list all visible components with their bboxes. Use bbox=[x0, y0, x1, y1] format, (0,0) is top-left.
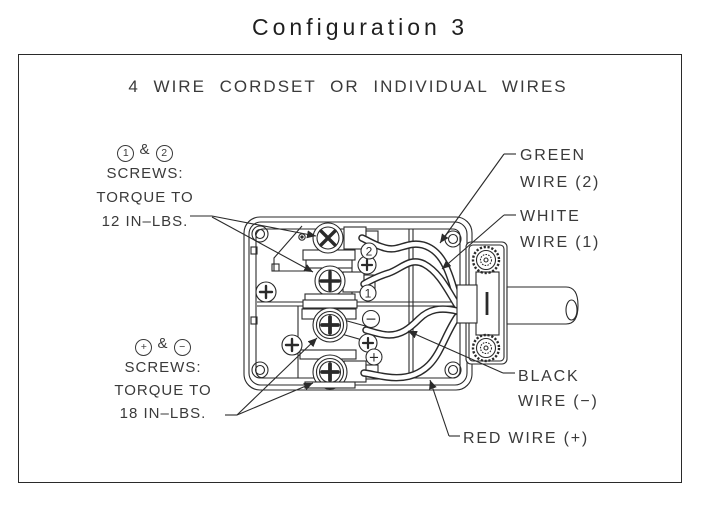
phillips-screw-icon bbox=[320, 362, 340, 382]
leader-torque-top-a bbox=[211, 215, 317, 239]
leader-lines bbox=[190, 153, 516, 437]
wire-label-black-line1: BLACK bbox=[518, 368, 580, 385]
diagram-subtitle: 4 WIRE CORDSET OR INDIVIDUAL WIRES bbox=[128, 77, 568, 96]
wire-label-white: WHITE WIRE (1) bbox=[520, 204, 600, 256]
phillips-screw-icon bbox=[320, 315, 340, 335]
torque-note-bottom-line4: 18 IN–LBS. bbox=[119, 405, 207, 422]
terminal-marker-minus: − bbox=[361, 309, 381, 329]
torque-note-bottom-line3: TORQUE TO bbox=[114, 382, 212, 399]
wire-label-green-line1: GREEN bbox=[520, 147, 586, 164]
svg-text:−: − bbox=[365, 312, 377, 328]
leader-torque-top-b bbox=[211, 216, 314, 273]
terminal-marker-1: 1 bbox=[359, 284, 377, 302]
ampersand: & bbox=[157, 335, 169, 352]
knurled-screw-bottom bbox=[471, 333, 501, 363]
wire-red bbox=[360, 313, 461, 382]
terminal-markers: 2 1 − + bbox=[359, 242, 383, 366]
torque-note-top-line2: SCREWS: bbox=[106, 165, 184, 182]
torque-note-bottom-markers: + & − bbox=[96, 332, 230, 356]
terminal-marker-plus: + bbox=[365, 348, 383, 366]
page-title: Configuration 3 bbox=[252, 14, 468, 40]
terminal-1 bbox=[302, 222, 379, 269]
svg-text:+: + bbox=[369, 351, 380, 366]
wire-label-red-line1: RED WIRE (+) bbox=[463, 430, 590, 447]
leader-white bbox=[441, 214, 505, 270]
wire-label-green: GREEN WIRE (2) bbox=[520, 142, 600, 196]
phillips-screw-icon bbox=[319, 270, 341, 292]
wire-label-black: BLACK WIRE (−) bbox=[518, 364, 599, 414]
terminal-marker-2: 2 bbox=[360, 242, 378, 260]
wire-label-green-line2: WIRE (2) bbox=[520, 174, 601, 191]
torque-note-top-line4: 12 IN–LBS. bbox=[101, 213, 189, 230]
power-cable bbox=[506, 286, 579, 325]
svg-text:2: 2 bbox=[366, 245, 373, 259]
knurled-screw-top bbox=[471, 245, 501, 275]
circled-1-icon: 1 bbox=[117, 145, 135, 162]
terminal-2 bbox=[302, 265, 376, 309]
phillips-screw-icon bbox=[319, 229, 337, 247]
svg-text:1: 1 bbox=[365, 287, 372, 301]
circled-plus-icon: + bbox=[135, 339, 153, 356]
leader-torque-bottom-b bbox=[236, 382, 314, 416]
torque-note-top-markers: 1 & 2 bbox=[80, 138, 210, 162]
leader-green bbox=[439, 153, 505, 244]
wire-label-white-line2: WIRE (1) bbox=[520, 234, 601, 251]
wire-black bbox=[362, 305, 461, 339]
leader-red bbox=[429, 379, 450, 437]
wire-white bbox=[360, 258, 461, 309]
strain-relief bbox=[456, 241, 579, 365]
circled-2-icon: 2 bbox=[155, 145, 173, 162]
circled-minus-icon: − bbox=[173, 339, 191, 356]
torque-note-top: 1 & 2 SCREWS: TORQUE TO 12 IN–LBS. bbox=[80, 138, 210, 234]
wire-label-black-line2: WIRE (−) bbox=[518, 393, 599, 410]
leader-black bbox=[407, 330, 504, 374]
panel-screws bbox=[255, 255, 378, 356]
leader-torque-bottom-a bbox=[236, 337, 318, 416]
wire-label-red: RED WIRE (+) bbox=[463, 426, 589, 452]
diagram-frame bbox=[18, 54, 682, 483]
wires bbox=[358, 234, 461, 382]
ampersand: & bbox=[139, 141, 151, 158]
wire-label-white-line1: WHITE bbox=[520, 208, 581, 225]
torque-note-bottom-line2: SCREWS: bbox=[124, 359, 202, 376]
torque-note-top-line3: TORQUE TO bbox=[96, 189, 194, 206]
torque-note-bottom: + & − SCREWS: TORQUE TO 18 IN–LBS. bbox=[96, 332, 230, 425]
